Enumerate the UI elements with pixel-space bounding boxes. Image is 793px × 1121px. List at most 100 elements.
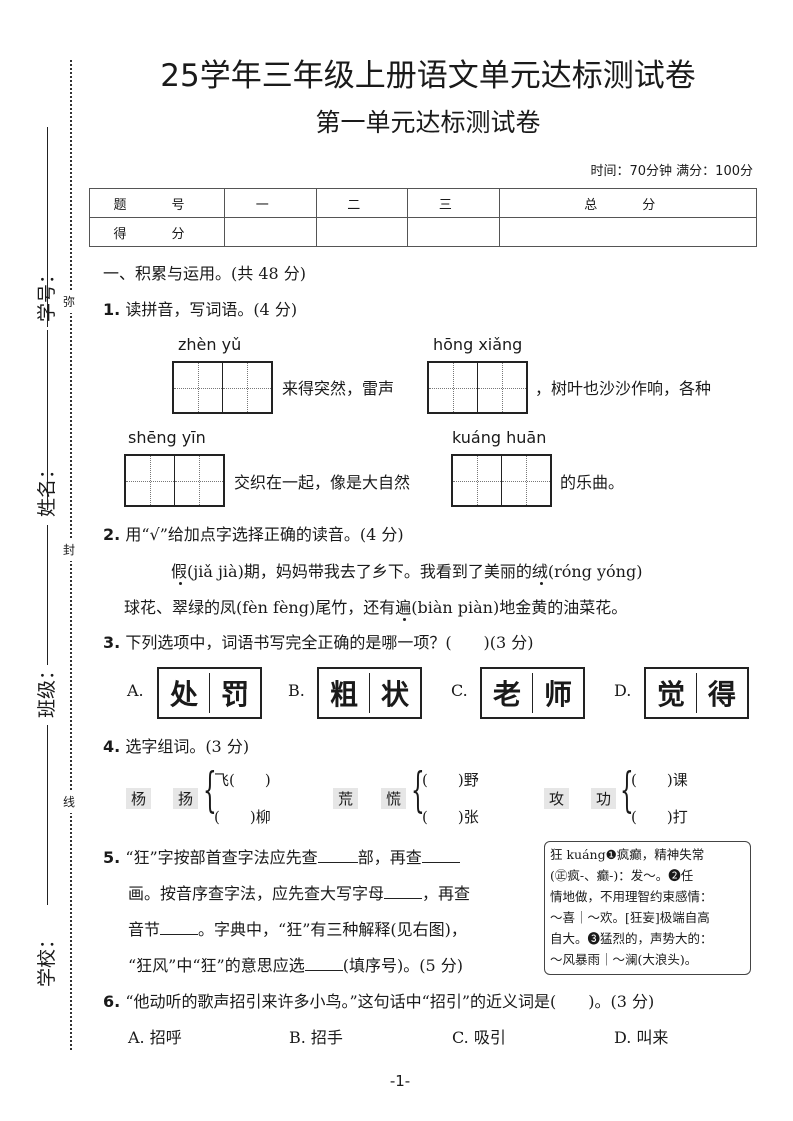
q3-title: 3. 下列选项中，词语书写完全正确的是哪一项？( )(3 分) (103, 629, 534, 653)
school-label: 学校： (36, 929, 59, 988)
page-subtitle: 第一单元达标测试卷 (315, 108, 541, 137)
seal-char-mi: 弥 (63, 290, 76, 313)
q3-d-char-1: 觉 (646, 673, 697, 713)
q2-text: 用“√”给加点字选择正确的读音。(4 分) (125, 525, 404, 544)
q5-number: 5. (103, 848, 121, 867)
binding-line-3 (47, 525, 48, 665)
q4-g2-bottom[interactable]: ( )张 (422, 808, 479, 826)
q6-option-b[interactable]: B. 招手 (289, 1028, 343, 1047)
q5-l4a: “狂风”中“狂”的意思应选 (128, 956, 305, 975)
q3-option-b[interactable]: 粗状 (317, 667, 422, 719)
q2-line2-a: 球花、翠绿的凤 (124, 598, 237, 617)
q1-answer-box-4[interactable] (451, 454, 552, 507)
q4-g1-char-1: 杨 (126, 788, 152, 809)
q1-title: 1. 读拼音，写词语。(4 分) (103, 296, 297, 320)
q3-b-char-1: 粗 (319, 673, 370, 713)
q5-blank-strokes[interactable] (421, 862, 460, 863)
q3-d-char-2: 得 (707, 678, 736, 711)
q2-number: 2. (103, 525, 121, 544)
q5-l3a: 音节 (128, 920, 161, 939)
q3-b-char-2: 状 (380, 678, 409, 711)
dict-line-5: 自大。❸猛烈的，声势大的： (550, 931, 713, 946)
q5-blank-radical[interactable] (317, 862, 358, 863)
name-label: 姓名： (36, 459, 59, 518)
score-header-2: 二 (315, 188, 409, 218)
score-cell-total[interactable] (498, 217, 758, 247)
q1-pinyin-2: hōng xiǎng (433, 335, 523, 354)
dict-line-4: ～喜｜～欢。[狂妄]极端自高 (550, 910, 710, 925)
q3-number: 3. (103, 633, 121, 652)
q4-number: 4. (103, 737, 121, 756)
q1-text: 读拼音，写词语。(4 分) (125, 300, 298, 319)
q3-c-char-2: 师 (543, 678, 572, 711)
exam-meta: 时间：70分钟 满分：100分 (590, 164, 754, 179)
page-title: 25学年三年级上册语文单元达标测试卷 (160, 58, 696, 94)
q2-line-2: 球花、翠绿的凤(fèn fèng)尾竹，还有遍(biàn piàn)地金黄的油菜… (124, 594, 627, 618)
q3-c-char-1: 老 (482, 673, 533, 713)
q1-answer-box-2[interactable] (427, 361, 528, 414)
seal-char-xian: 线 (63, 790, 76, 813)
score-header-3: 三 (407, 188, 500, 218)
q1-pinyin-4: kuáng huān (452, 428, 547, 447)
q3-option-c-letter: C. (451, 681, 468, 700)
q2-dotted-char-1: 假 (171, 562, 188, 581)
seal-char-feng: 封 (63, 538, 76, 561)
q2-line2-d: (biàn piàn)地金黄的油菜花。 (411, 598, 628, 617)
q1-answer-box-1[interactable] (172, 361, 273, 414)
q4-g1-bottom[interactable]: ( )柳 (214, 808, 271, 826)
q4-g2-top[interactable]: ( )野 (422, 771, 479, 789)
q3-option-d-letter: D. (614, 681, 632, 700)
q5-line-1: 5. “狂”字按部首查字法应先查部，再查 (103, 844, 460, 868)
q4-g2-char-2: 慌 (381, 788, 407, 809)
q6-option-a[interactable]: A. 招呼 (128, 1028, 182, 1047)
student-no-label: 学号： (36, 264, 59, 323)
q1-pinyin-3: shēng yīn (128, 428, 206, 447)
q4-g3-bottom[interactable]: ( )打 (631, 808, 688, 826)
score-header-1: 一 (224, 188, 317, 218)
q2-dotted-char-2: 绒 (531, 562, 548, 581)
q4-text: 选字组词。(3 分) (125, 737, 250, 756)
q4-g2-brace: { (411, 762, 425, 818)
class-label: 班级： (36, 660, 59, 719)
q5-line-3: 音节。字典中，“狂”有三种解释(见右图)， (128, 916, 467, 940)
q2-line1-d: (róng yóng) (547, 562, 643, 581)
q5-l1b: 部，再查 (357, 848, 422, 867)
score-cell-3[interactable] (407, 217, 500, 247)
q4-g3-top[interactable]: ( )课 (631, 771, 688, 789)
score-header-total: 总 分 (498, 188, 758, 218)
dictionary-entry-box: 狂 kuáng❶疯癫，精神失常 (㊣疯-、癫-)：发～。❷任 情地做，不用理智约… (544, 841, 751, 975)
q3-text: 下列选项中，词语书写完全正确的是哪一项？( )(3 分) (125, 633, 534, 652)
score-row-label: 得 分 (89, 217, 225, 247)
q1-text-a: 来得突然，雷声 (282, 379, 395, 398)
score-cell-2[interactable] (315, 217, 409, 247)
q3-option-a[interactable]: 处罚 (157, 667, 262, 719)
q1-number: 1. (103, 300, 121, 319)
q5-l2a: 画。按音序查字法，应先查大写字母 (128, 884, 385, 903)
q1-answer-box-3[interactable] (124, 454, 225, 507)
q6-title: 6. “他动听的歌声招引来许多小鸟。”这句话中“招引”的近义词是( )。(3 分… (103, 988, 654, 1012)
q6-option-c[interactable]: C. 吸引 (452, 1028, 506, 1047)
q4-g2-char-1: 荒 (333, 788, 359, 809)
q3-option-c[interactable]: 老师 (480, 667, 585, 719)
q3-option-b-letter: B. (288, 681, 305, 700)
q4-g3-char-2: 功 (591, 788, 617, 809)
score-header-label: 题 号 (89, 188, 225, 218)
q4-g1-top[interactable]: 飞( ) (214, 771, 271, 789)
score-cell-1[interactable] (224, 217, 317, 247)
q6-option-d[interactable]: D. 叫来 (614, 1028, 669, 1047)
q3-option-d[interactable]: 觉得 (644, 667, 749, 719)
q5-line-4: “狂风”中“狂”的意思应选(填序号)。(5 分) (128, 952, 463, 976)
section-1-title: 一、积累与运用。(共 48 分) (103, 264, 307, 283)
q2-dotted-char-3: 遍 (395, 598, 412, 617)
q1-text-b: ，树叶也沙沙作响，各种 (535, 379, 712, 398)
dict-line-3: 情地做，不用理智约束感情： (550, 889, 713, 904)
dict-line-6: ～风暴雨｜～澜(大浪头)。 (550, 952, 698, 967)
q2-line-1: 假(jiǎ jià)期，妈妈带我去了乡下。我看到了美丽的绒(róng yóng) (171, 558, 642, 582)
q5-blank-meaning[interactable] (304, 970, 343, 971)
q3-option-a-letter: A. (127, 681, 144, 700)
q5-blank-syllable[interactable] (160, 934, 199, 935)
q5-blank-letter[interactable] (384, 898, 423, 899)
q4-g1-char-2: 扬 (173, 788, 199, 809)
q4-title: 4. 选字组词。(3 分) (103, 733, 249, 757)
q1-pinyin-1: zhèn yǔ (178, 335, 242, 354)
